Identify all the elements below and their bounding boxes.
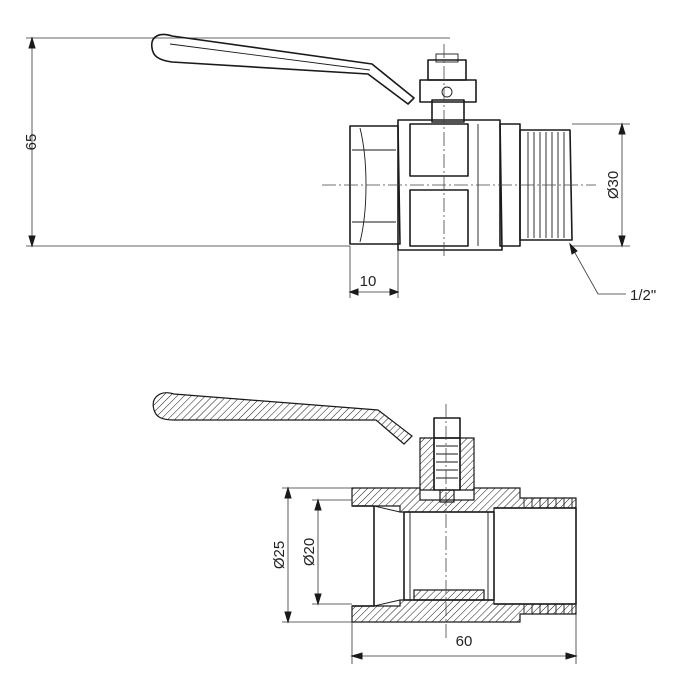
section-view: Ø25 Ø20 60: [152, 392, 578, 664]
bore-inner-label: Ø20: [301, 538, 318, 566]
bore-inner-dimension: Ø20: [301, 498, 352, 606]
stem-section: [419, 417, 475, 503]
body-length-dimension: 60: [350, 614, 578, 664]
hex-length-label: 10: [360, 273, 377, 290]
body-section: [351, 487, 577, 623]
hex-length-dimension: 10: [348, 246, 400, 298]
height-label: 65: [23, 134, 40, 151]
handle-section: [152, 392, 413, 445]
valve-body: [349, 119, 573, 251]
handle-lever: [150, 33, 415, 105]
outer-diameter-dimension: Ø30: [572, 122, 630, 248]
section-thread-lines: [523, 498, 573, 614]
bore-outer-dimension: Ø25: [271, 486, 352, 624]
stem-nut: [419, 53, 477, 123]
thread-label: 1/2": [630, 287, 656, 304]
outer-diameter-label: Ø30: [605, 171, 622, 199]
height-dimension: 65: [23, 36, 450, 248]
exterior-view: 65: [23, 33, 656, 304]
body-length-label: 60: [456, 633, 473, 650]
thread-leader: 1/2": [569, 242, 656, 304]
bore-outer-label: Ø25: [271, 541, 288, 569]
